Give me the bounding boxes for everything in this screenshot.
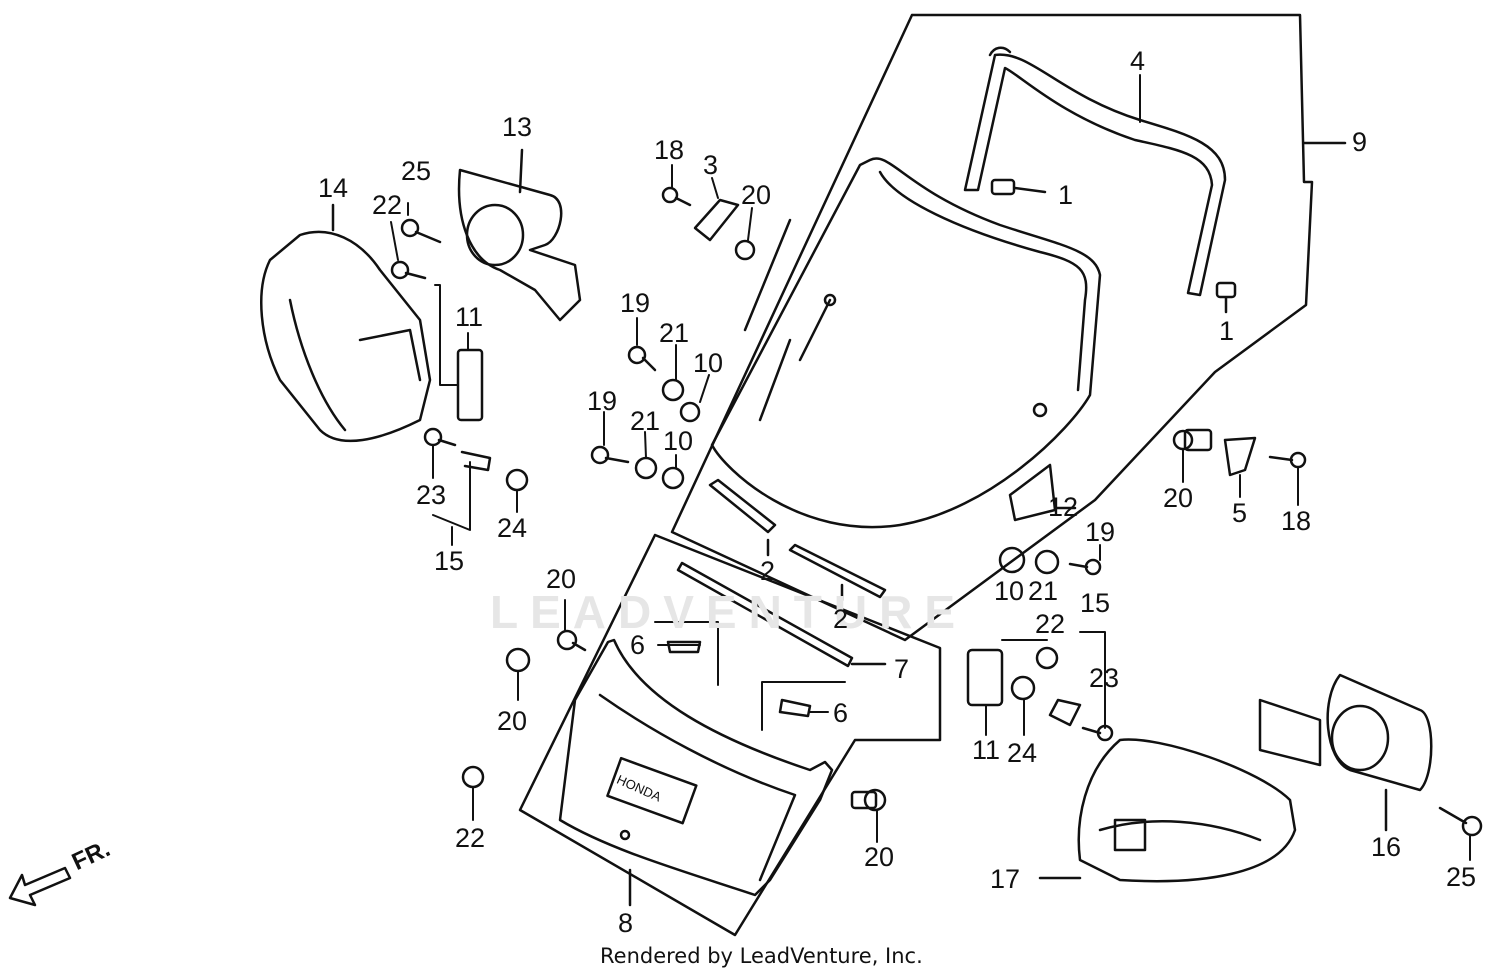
callout-label: 5 — [1232, 498, 1248, 528]
callout-label: 21 — [1028, 576, 1059, 606]
callout-label: 3 — [703, 150, 719, 180]
windscreen-assembly-outline — [518, 13, 1347, 937]
callout-label: 18 — [654, 135, 685, 165]
mounting-bracket — [456, 348, 1004, 707]
callout-label: 10 — [663, 426, 694, 456]
callout-label: 20 — [741, 180, 772, 210]
callout-label: 2 — [833, 604, 849, 634]
seal-strip — [708, 478, 887, 602]
callout-label: 21 — [630, 406, 661, 436]
callout-label: 24 — [497, 513, 528, 543]
callout-label: 15 — [1080, 588, 1111, 618]
label-sticker — [1008, 463, 1077, 522]
callout-label: 8 — [618, 908, 634, 938]
callout-label: 20 — [546, 564, 577, 594]
callout-label: 22 — [455, 823, 486, 853]
callout-label: 22 — [372, 190, 403, 220]
watermark: LEADVENTURE — [490, 586, 968, 638]
callout-label: 23 — [1089, 663, 1120, 693]
callout-label: 9 — [1352, 127, 1368, 157]
callout-label: 11 — [455, 302, 484, 332]
callout-label: 24 — [1007, 738, 1038, 768]
callout-label: 16 — [1371, 832, 1402, 862]
callout-label: 13 — [502, 112, 533, 142]
callout-label: 21 — [659, 318, 690, 348]
callout-label: 20 — [497, 706, 528, 736]
callout-label: 20 — [864, 842, 895, 872]
callout-label: 25 — [401, 156, 432, 186]
callout-label: 19 — [1085, 517, 1116, 547]
front-direction-arrow — [8, 866, 72, 907]
mirror-right — [1258, 673, 1433, 832]
mirror-cover-right — [1038, 738, 1297, 883]
windscreen — [710, 157, 1102, 529]
callout-label: 25 — [1446, 862, 1477, 892]
callout-label: 12 — [1048, 492, 1079, 522]
callout-label: 20 — [1163, 483, 1194, 513]
callout-label: 17 — [990, 864, 1021, 894]
callout-label: 2 — [760, 556, 776, 586]
callout-label: 19 — [620, 288, 651, 318]
callout-label: 6 — [833, 698, 849, 728]
callout-label: 15 — [434, 546, 465, 576]
callout-label: 11 — [972, 735, 1001, 765]
center-strip — [676, 561, 887, 668]
callout-label: 6 — [630, 630, 646, 660]
callout-label: 4 — [1130, 46, 1146, 76]
callout-label: 1 — [1219, 316, 1235, 346]
mirror-left — [457, 148, 582, 322]
callout-label: 14 — [318, 173, 349, 203]
front-cover: HONDA — [558, 638, 834, 907]
windscreen-trim — [963, 46, 1227, 297]
callout-label: 19 — [587, 386, 618, 416]
leader-lines — [390, 74, 1471, 861]
callout-label: 1 — [1058, 180, 1074, 210]
callout-label: 22 — [1035, 609, 1066, 639]
callout-label: 10 — [994, 576, 1025, 606]
clip-part — [990, 178, 1237, 314]
callout-label: 10 — [693, 348, 724, 378]
callout-label: 18 — [1281, 506, 1312, 536]
callout-label: 23 — [416, 480, 447, 510]
mirror-cover-left — [260, 203, 432, 443]
callout-label: 7 — [894, 654, 910, 684]
footer-credit: Rendered by LeadVenture, Inc. — [600, 944, 923, 968]
